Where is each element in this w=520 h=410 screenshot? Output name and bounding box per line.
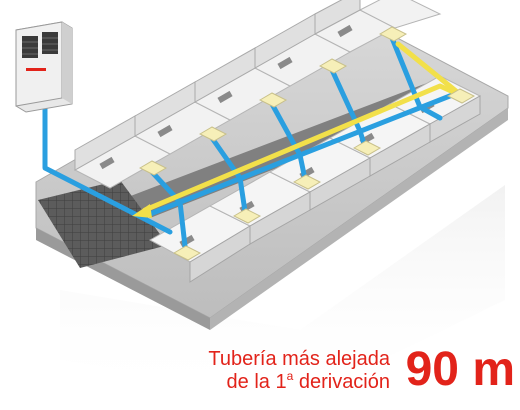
ceiling-cassette-icon xyxy=(138,26,476,261)
outdoor-unit-icon xyxy=(15,21,73,113)
caption-block: Tubería más alejada de la 1a derivación … xyxy=(140,338,515,408)
caption-line-2-prefix: de la 1 xyxy=(226,371,287,393)
floor-grating xyxy=(38,180,168,268)
caption-ordinal-sup: a xyxy=(286,369,294,383)
slab-side-edge xyxy=(210,108,508,330)
caption-line-2-suffix: derivación xyxy=(293,371,390,393)
front-partitions xyxy=(189,95,481,283)
caption-line-2: de la 1a derivación xyxy=(226,369,390,393)
longest-path-arrowhead xyxy=(132,204,152,218)
distance-value: 90 m xyxy=(405,343,515,396)
floor-reflection xyxy=(60,185,505,400)
caption-line-1: Tubería más alejada xyxy=(208,348,390,370)
back-partitions xyxy=(74,0,361,171)
